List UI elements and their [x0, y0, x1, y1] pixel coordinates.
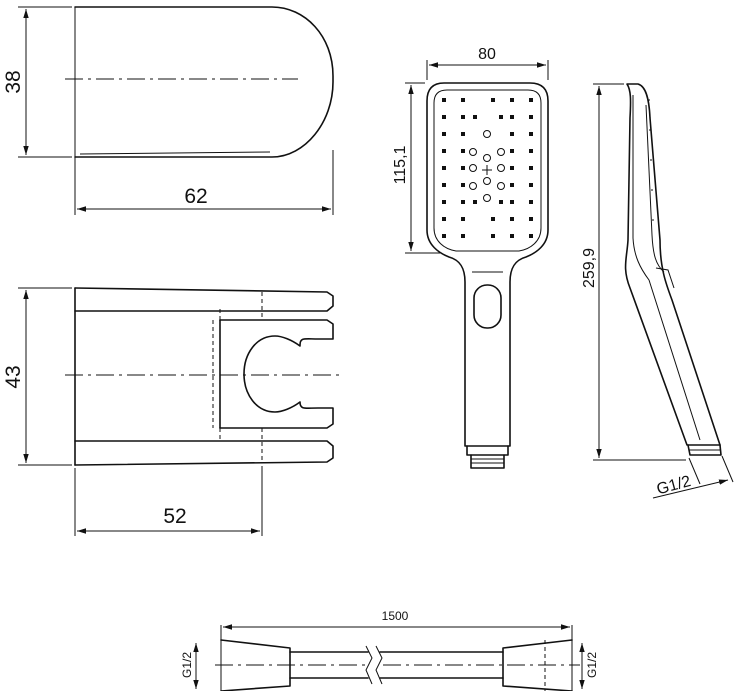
dimension-115-1: 115,1 [392, 82, 440, 254]
dim-hose-thread-left: G1/2 [180, 652, 194, 678]
dimension-52: 52 [74, 466, 263, 536]
dim-shower-thread: G1/2 [655, 473, 693, 498]
dimension-shower-thread: G1/2 [652, 455, 734, 499]
dimension-hose-thread-left: G1/2 [180, 643, 199, 689]
dim-holder-height-front: 43 [2, 365, 25, 388]
dimension-259-9: 259,9 [581, 83, 686, 461]
dimension-hose-thread-right: G1/2 [579, 643, 599, 689]
nozzle-pattern [442, 98, 533, 238]
hose-view: 1500 [215, 609, 580, 691]
dim-hose-length: 1500 [382, 609, 409, 623]
dim-holder-length-front: 52 [163, 505, 186, 528]
holder-front-view [65, 287, 340, 466]
shower-head-front-view [426, 82, 549, 469]
dimension-38: 38 [2, 6, 72, 158]
dimension-62: 62 [74, 150, 334, 215]
holder-side-view [65, 6, 334, 160]
dim-shower-length: 259,9 [581, 248, 598, 288]
dimension-80: 80 [426, 46, 549, 80]
dim-holder-height-side: 38 [2, 70, 25, 93]
dimension-43: 43 [2, 287, 72, 466]
dim-head-height: 115,1 [392, 145, 409, 184]
dim-hose-thread-right: G1/2 [585, 652, 599, 678]
shower-side-view [624, 83, 722, 456]
dim-holder-length-side: 62 [184, 185, 207, 208]
dim-head-width: 80 [478, 46, 496, 63]
